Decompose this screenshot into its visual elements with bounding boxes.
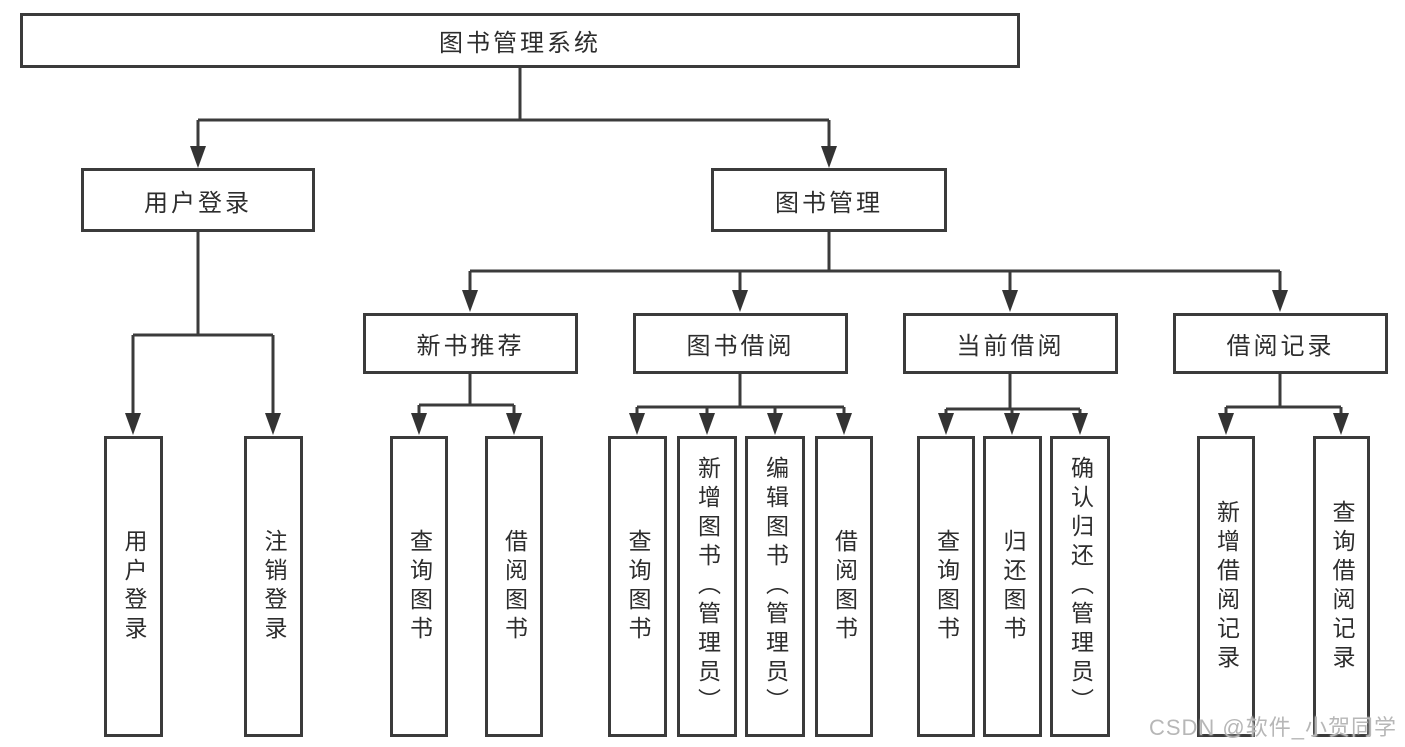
arrowhead [1002, 290, 1018, 312]
leaf-label: 新增图书（管理员） [694, 456, 721, 717]
arrowhead [1218, 413, 1234, 435]
arrowheads [125, 146, 1349, 435]
leaf-label: 查询借阅记录 [1329, 499, 1355, 674]
arrowhead [1272, 290, 1288, 312]
leaf-add-books-admin: 新增图书（管理员） [677, 436, 737, 737]
leaf-query-books-1: 查询图书 [390, 436, 448, 737]
arrowhead [190, 146, 206, 168]
leaf-edit-books-admin: 编辑图书（管理员） [745, 436, 805, 737]
arrowhead [125, 413, 141, 435]
arrowhead [836, 413, 852, 435]
leaf-borrow-books-1: 借阅图书 [485, 436, 543, 737]
leaf-user-login: 用户登录 [104, 436, 163, 737]
arrowhead [732, 290, 748, 312]
leaf-query-borrow-record: 查询借阅记录 [1313, 436, 1370, 737]
leaf-confirm-return-admin: 确认归还（管理员） [1050, 436, 1110, 737]
leaf-label: 编辑图书（管理员） [762, 456, 789, 717]
leaf-label: 借阅图书 [831, 528, 858, 645]
arrowhead [767, 413, 783, 435]
leaf-label: 新增借阅记录 [1213, 499, 1240, 674]
leaf-label: 用户登录 [121, 528, 147, 645]
leaf-label: 查询图书 [625, 528, 651, 645]
arrowhead [1004, 413, 1020, 435]
node-new-book-recommendation: 新书推荐 [363, 313, 578, 374]
arrowhead [938, 413, 954, 435]
leaf-borrow-books-2: 借阅图书 [815, 436, 873, 737]
arrowhead [629, 413, 645, 435]
leaf-logout: 注销登录 [244, 436, 303, 737]
leaf-query-books-2: 查询图书 [608, 436, 667, 737]
leaf-add-borrow-record: 新增借阅记录 [1197, 436, 1255, 737]
leaf-return-books: 归还图书 [983, 436, 1042, 737]
arrowhead [411, 413, 427, 435]
node-borrowing-records: 借阅记录 [1173, 313, 1388, 374]
leaf-label: 注销登录 [261, 528, 287, 645]
arrowhead [821, 146, 837, 168]
node-book-borrowing: 图书借阅 [633, 313, 848, 374]
leaf-label: 确认归还（管理员） [1067, 456, 1094, 717]
leaf-label: 归还图书 [1000, 528, 1026, 645]
leaf-query-books-3: 查询图书 [917, 436, 975, 737]
node-book-management: 图书管理 [711, 168, 947, 232]
arrowhead [699, 413, 715, 435]
arrowhead [1072, 413, 1088, 435]
node-user-login: 用户登录 [81, 168, 315, 232]
node-root-library-management-system: 图书管理系统 [20, 13, 1020, 68]
arrowhead [462, 290, 478, 312]
connector-strokes [131, 68, 1343, 417]
node-current-borrowing: 当前借阅 [903, 313, 1118, 374]
leaf-label: 查询图书 [406, 528, 433, 645]
arrowhead [506, 413, 522, 435]
arrowhead [265, 413, 281, 435]
leaf-label: 查询图书 [933, 528, 960, 645]
leaf-label: 借阅图书 [501, 528, 528, 645]
arrowhead [1333, 413, 1349, 435]
